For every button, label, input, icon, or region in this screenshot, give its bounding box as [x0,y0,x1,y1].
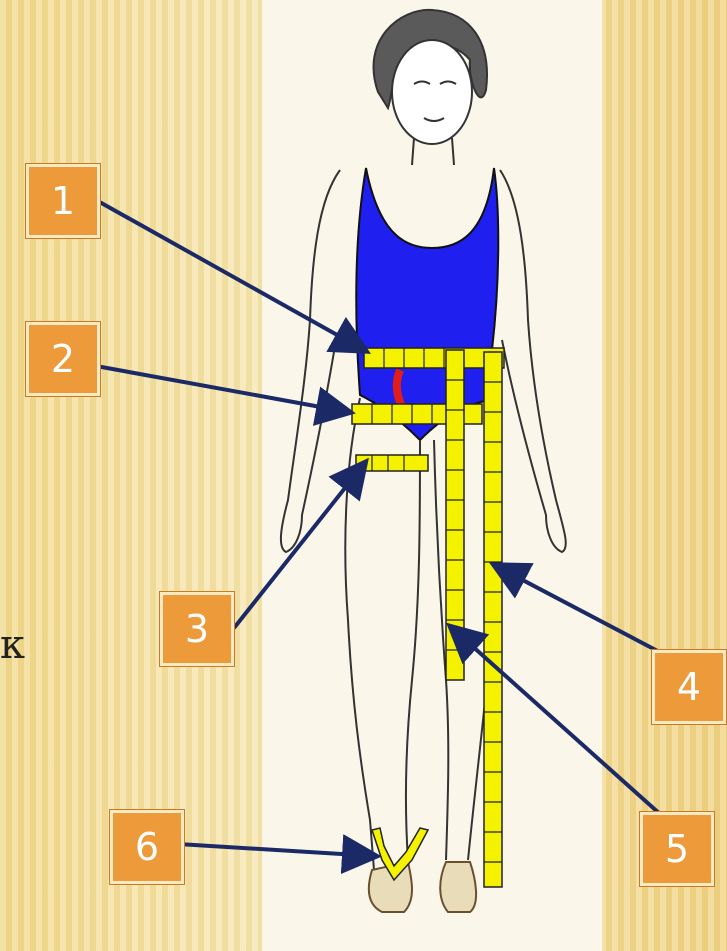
right-foot [440,862,476,912]
callout-6: 6 [110,810,184,884]
callout-1: 1 [26,164,100,238]
callout-3: 3 [160,592,234,666]
callout-2: 2 [26,322,100,396]
face [392,40,472,144]
edge-text: к [0,622,25,668]
callout-4: 4 [652,650,726,724]
callout-5: 5 [640,812,714,886]
